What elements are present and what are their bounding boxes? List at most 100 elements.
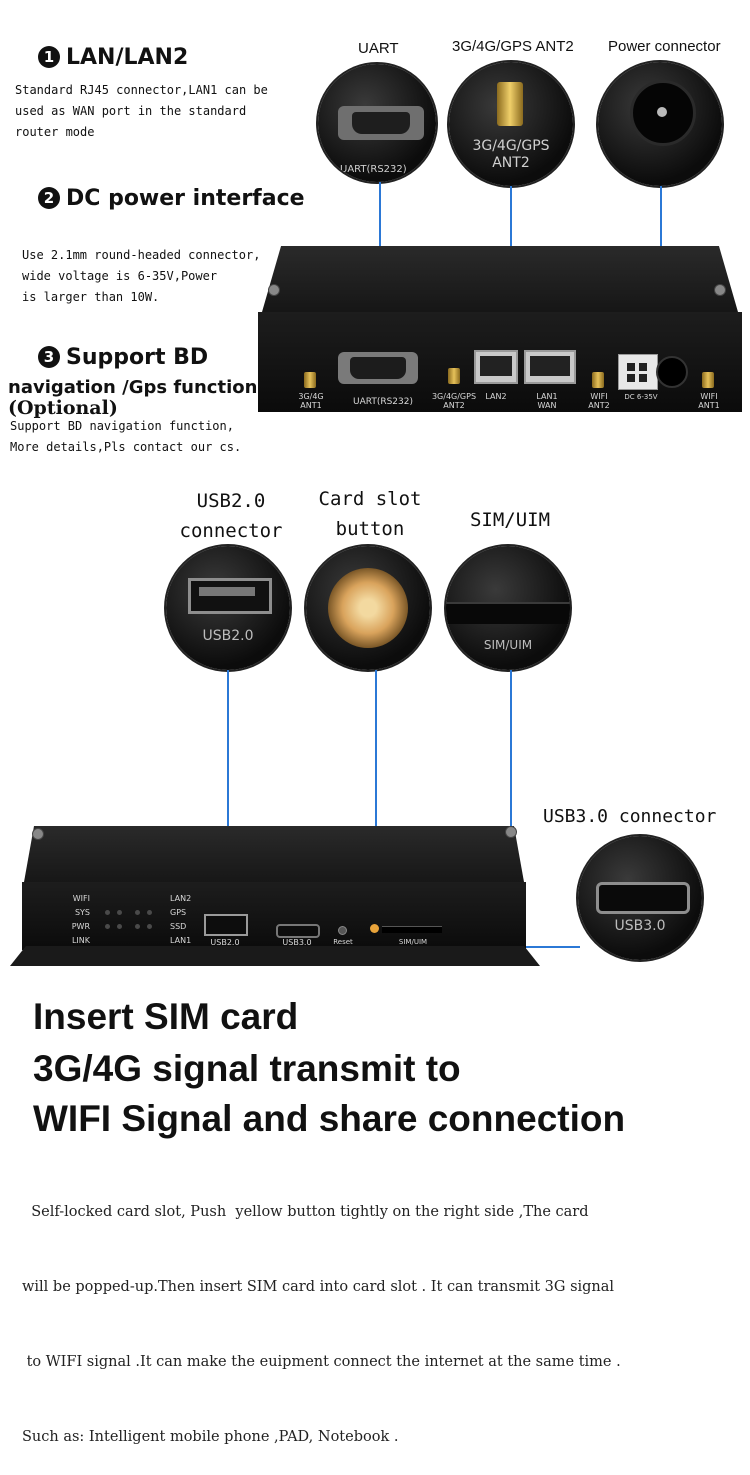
led-label: SYS: [74, 908, 90, 917]
wifi1-port-label-line: WIFI: [700, 392, 718, 401]
lan1-port-label-line: WAN: [537, 401, 557, 410]
section-2-title: DC power interface: [66, 186, 305, 211]
screw-icon: [505, 826, 517, 838]
power-connector-label: Power connector: [608, 38, 721, 55]
wifi1-port-icon: [702, 372, 714, 388]
usb2-callout-line: [227, 670, 229, 918]
section-3-desc: Support BD navigation function, More det…: [10, 416, 300, 458]
usb3-rear-label: USB3.0: [282, 938, 312, 947]
led-indicator: [135, 924, 140, 929]
section-3-title-line3: (Optional): [8, 397, 118, 419]
reset-label: Reset: [333, 938, 353, 946]
led-indicator: [117, 924, 122, 929]
sim-callout-line-vertical: [510, 670, 512, 928]
section-2-desc-line: wide voltage is 6-35V,Power: [22, 269, 218, 283]
section-3-desc-line: Support BD navigation function,: [10, 419, 234, 433]
device-base-plate: [10, 946, 540, 966]
ant2-port-label: 3G/4G/GPS ANT2: [428, 392, 480, 410]
sim-zoom-circle: SIM/UIM: [446, 546, 570, 670]
dc-port-label: DC 6-35V: [624, 393, 658, 401]
sim-callout-label: SIM/UIM: [469, 509, 551, 531]
usb2-port-icon: [188, 578, 272, 614]
section-3-number: 3: [38, 346, 60, 368]
lan1-port-icon: [524, 350, 576, 384]
reset-button[interactable]: [338, 926, 347, 935]
section-2-desc-line: is larger than 10W.: [22, 290, 160, 304]
section-1-desc-line: used as WAN port in the standard: [15, 104, 247, 118]
sim-zoom-text: SIM/UIM: [483, 638, 533, 652]
ant2-port-label-line: ANT2: [443, 401, 465, 410]
dc-jack-icon: [630, 80, 696, 146]
uart-port-label: UART(RS232): [352, 397, 413, 407]
ant2-zoom-text-line: ANT2: [492, 155, 530, 171]
ant1-port-label-line: ANT1: [300, 401, 322, 410]
led-indicator: [147, 924, 152, 929]
headline-line-3: WIFI Signal and share connection: [33, 1098, 626, 1139]
card-slot-callout-label: Card slot button: [306, 484, 434, 544]
description-line: to WIFI signal .It can make the euipment…: [22, 1354, 621, 1370]
led-label: SSD: [170, 922, 187, 931]
section-2-heading: 2 DC power interface: [38, 186, 305, 211]
ant1-port-label: 3G/4G ANT1: [294, 392, 328, 410]
card-slot-eject-button[interactable]: [370, 924, 379, 933]
description-line: will be popped-up.Then insert SIM card i…: [22, 1279, 615, 1295]
section-1-desc-line: router mode: [15, 125, 95, 139]
card-slot-callout-label-line: Card slot: [318, 488, 422, 510]
usb2-callout-label: USB2.0 connector: [166, 486, 296, 546]
led-label: WIFI: [72, 894, 90, 903]
lan1-port-label: LAN1 WAN: [530, 392, 564, 410]
usb2-callout-label-line: connector: [179, 520, 283, 542]
wifi2-port-label-line: WIFI: [590, 392, 608, 401]
usb3-port-icon: [596, 882, 690, 914]
section-1-heading: 1 LAN/LAN2: [38, 45, 188, 70]
ant1-port-icon: [304, 372, 316, 388]
section-2-desc-line: Use 2.1mm round-headed connector,: [22, 248, 261, 262]
led-label: PWR: [71, 922, 90, 931]
section-1-desc: Standard RJ45 connector,LAN1 can be used…: [15, 80, 315, 143]
uart-port-icon: [338, 352, 418, 384]
led-labels-right: LAN2 GPS SSD LAN1: [170, 892, 198, 948]
led-label: LAN2: [170, 894, 192, 903]
uart-label: UART: [358, 40, 399, 57]
section-2-number: 2: [38, 187, 60, 209]
sim-rear-label: SIM/UIM: [398, 938, 428, 946]
section-3-heading: 3 Support BD: [38, 345, 208, 370]
section-1-number: 1: [38, 46, 60, 68]
uart-zoom-circle: UART(RS232): [318, 64, 436, 182]
lan1-port-label-line: LAN1: [536, 392, 558, 401]
ant2-port-label-line: 3G/4G/GPS: [431, 392, 477, 401]
led-label: LAN1: [170, 936, 192, 945]
device-top-panel: [262, 246, 738, 312]
headline-line-2: 3G/4G signal transmit to: [33, 1048, 461, 1089]
led-indicator: [105, 924, 110, 929]
wifi1-port-label-line: ANT1: [698, 401, 720, 410]
lan2-port-icon: [474, 350, 518, 384]
wifi1-port-label: WIFI ANT1: [692, 392, 726, 410]
screw-icon: [32, 828, 44, 840]
ant2-label: 3G/4G/GPS ANT2: [452, 38, 574, 55]
device-rear-panel: [22, 882, 526, 950]
sma-connector-icon: [497, 82, 523, 126]
device-top-panel-rear: [24, 826, 524, 882]
led-indicator: [135, 910, 140, 915]
section-3-title-line2: navigation /Gps function: [8, 377, 258, 398]
section-3-title: Support BD: [66, 345, 209, 370]
sim-rear-slot: [382, 926, 442, 933]
section-1-desc-line: Standard RJ45 connector,LAN1 can be: [15, 83, 268, 97]
section-3-desc-line: More details,Pls contact our cs.: [10, 440, 242, 454]
dc-jack-port-icon: [656, 356, 688, 388]
section-1-title: LAN/LAN2: [66, 45, 189, 70]
power-zoom-circle: [598, 62, 722, 186]
wifi2-port-icon: [592, 372, 604, 388]
card-slot-button-icon: [328, 568, 408, 648]
card-slot-callout-line: [375, 670, 377, 926]
led-label: LINK: [71, 936, 90, 945]
screw-icon: [268, 284, 280, 296]
uart-zoom-text: UART(RS232): [340, 164, 407, 175]
sim-slot-icon: [446, 602, 570, 624]
usb2-rear-label: USB2.0: [210, 938, 240, 947]
ant2-zoom-text: 3G/4G/GPS ANT2: [449, 138, 573, 172]
card-slot-zoom-circle: [306, 546, 430, 670]
description-line: Such as: Intelligent mobile phone ,PAD, …: [22, 1429, 399, 1445]
usb2-zoom-text: USB2.0: [202, 628, 254, 644]
